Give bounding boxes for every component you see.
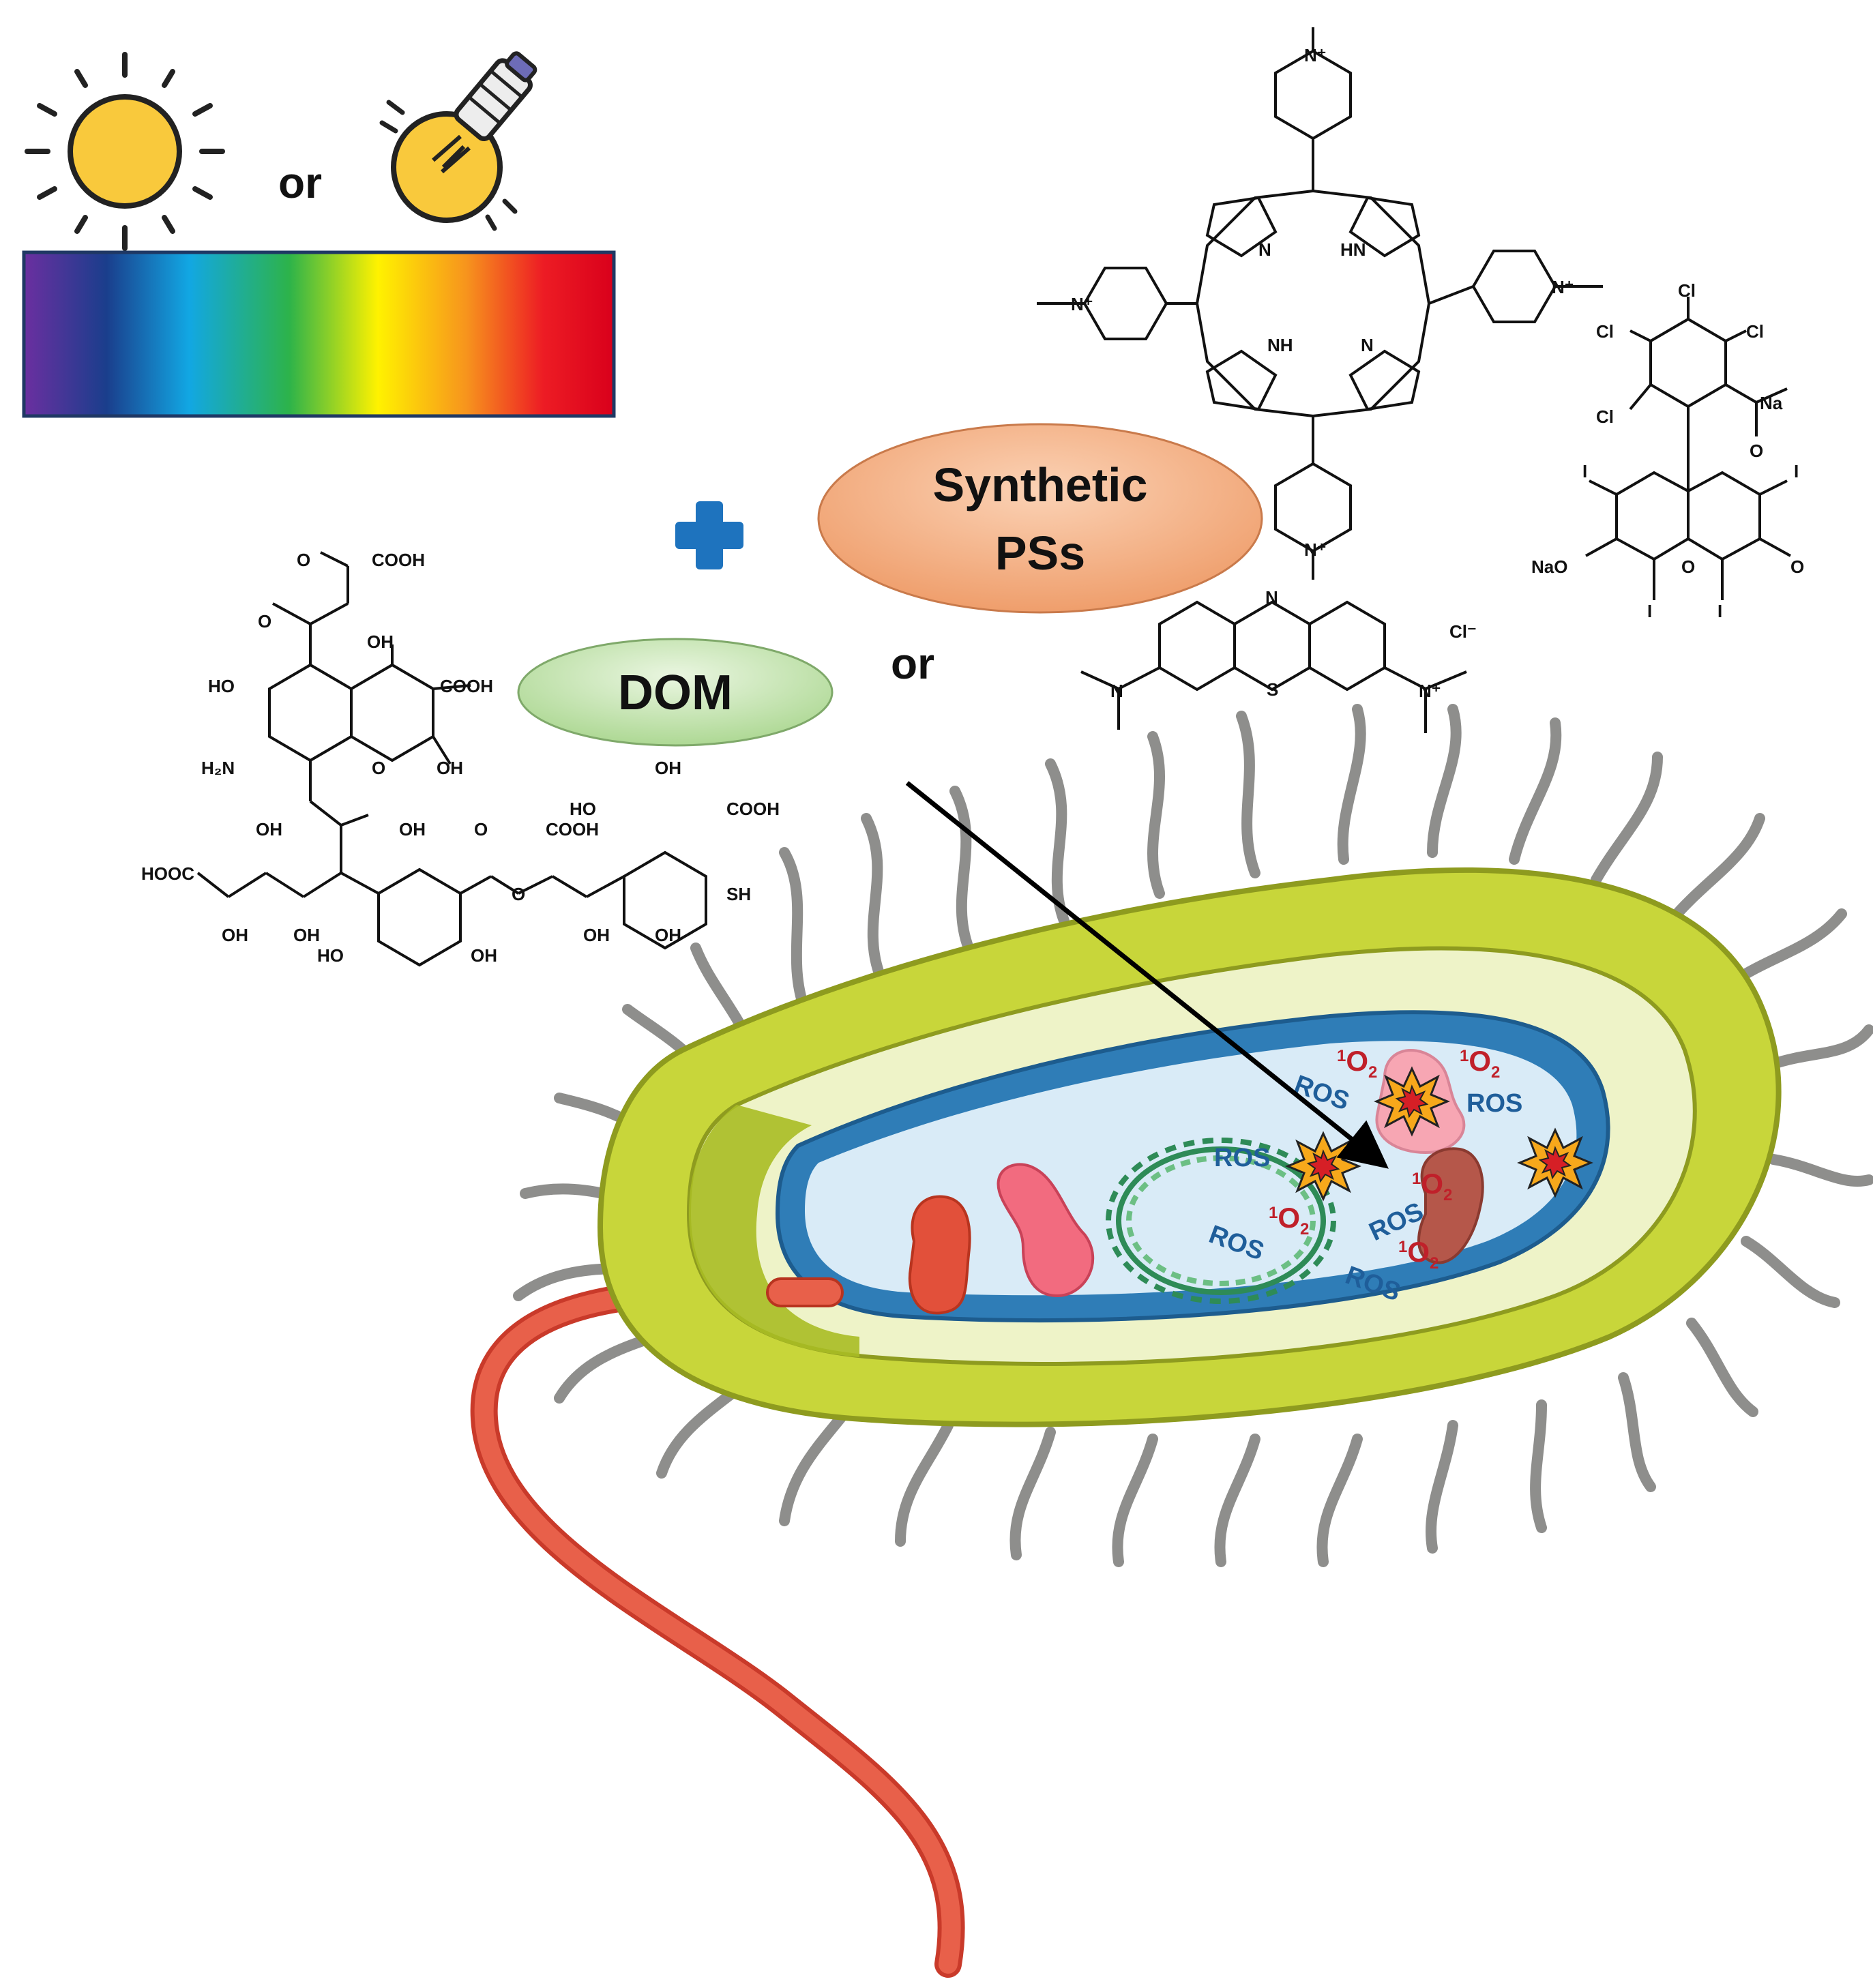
svg-text:OH: OH	[437, 758, 463, 778]
sun-icon	[27, 55, 222, 248]
methylene-blue-structure	[1081, 602, 1466, 733]
svg-text:N: N	[1258, 239, 1271, 260]
svg-text:COOH: COOH	[372, 550, 425, 570]
svg-text:N: N	[1265, 587, 1278, 608]
svg-text:O: O	[372, 758, 385, 778]
synthetic-ps-ellipse: Synthetic PSs	[818, 424, 1262, 612]
svg-text:OH: OH	[293, 925, 320, 945]
svg-text:Cl: Cl	[1596, 321, 1614, 342]
svg-text:Na: Na	[1760, 393, 1783, 413]
plus-icon	[675, 501, 743, 569]
or-light-text: or	[278, 158, 322, 207]
light-bulb-icon	[382, 47, 542, 228]
svg-text:N⁺: N⁺	[1552, 277, 1574, 297]
svg-text:O: O	[297, 550, 310, 570]
svg-text:COOH: COOH	[726, 799, 780, 819]
svg-text:O: O	[1790, 557, 1804, 577]
svg-text:HO: HO	[317, 945, 344, 966]
svg-text:HO: HO	[208, 676, 235, 696]
svg-text:OH: OH	[367, 632, 394, 652]
plasmid-rod	[767, 1279, 842, 1306]
svg-text:HOOC: HOOC	[141, 863, 194, 884]
svg-text:NaO: NaO	[1531, 557, 1567, 577]
svg-text:OH: OH	[655, 758, 681, 778]
svg-text:I: I	[1794, 461, 1799, 481]
svg-text:Cl⁻: Cl⁻	[1449, 621, 1477, 642]
svg-text:HO: HO	[570, 799, 596, 819]
svg-text:OH: OH	[471, 945, 497, 966]
svg-text:N⁺: N⁺	[1071, 294, 1093, 314]
dom-label-ellipse: DOM	[518, 639, 832, 745]
damage-burst-icon	[1288, 1133, 1359, 1199]
svg-text:Cl: Cl	[1746, 321, 1764, 342]
svg-text:N: N	[1110, 681, 1123, 701]
svg-text:SH: SH	[726, 884, 751, 904]
svg-text:OH: OH	[399, 819, 426, 840]
svg-text:Cl: Cl	[1596, 406, 1614, 427]
svg-text:O: O	[1681, 557, 1695, 577]
ros-label: ROS	[1466, 1089, 1522, 1118]
svg-text:N⁺: N⁺	[1419, 681, 1441, 701]
svg-text:O: O	[512, 884, 525, 904]
synthetic-label-line2: PSs	[995, 526, 1085, 580]
svg-text:OH: OH	[655, 925, 681, 945]
svg-text:OH: OH	[583, 925, 610, 945]
svg-text:I: I	[1717, 601, 1722, 621]
methylene-blue-labels: N S N N⁺ Cl⁻	[1110, 587, 1477, 701]
svg-text:H₂N: H₂N	[201, 758, 235, 778]
svg-text:N⁺: N⁺	[1304, 539, 1327, 560]
bacterium: ROS ROS ROS ROS ROS ROS 1O2 1O2 1O2 1O2 …	[484, 709, 1869, 1964]
svg-text:S: S	[1267, 679, 1278, 700]
svg-text:I: I	[1582, 461, 1587, 481]
dom-label: DOM	[618, 666, 733, 720]
synthetic-label-line1: Synthetic	[932, 458, 1147, 511]
svg-text:OH: OH	[256, 819, 282, 840]
svg-text:COOH: COOH	[440, 676, 493, 696]
svg-text:O: O	[474, 819, 488, 840]
or-ps-text: or	[891, 639, 934, 688]
light-spectrum-bar	[24, 252, 614, 416]
damage-burst-icon	[1376, 1069, 1447, 1134]
svg-text:Cl: Cl	[1678, 280, 1696, 301]
svg-text:NH: NH	[1267, 335, 1293, 355]
ros-label: ROS	[1214, 1144, 1270, 1172]
svg-text:HN: HN	[1340, 239, 1366, 260]
svg-text:I: I	[1647, 601, 1652, 621]
svg-text:O: O	[258, 611, 271, 632]
damage-burst-icon	[1520, 1130, 1591, 1196]
svg-text:OH: OH	[222, 925, 248, 945]
svg-text:N: N	[1361, 335, 1374, 355]
svg-text:O: O	[1750, 441, 1763, 461]
protein-blob-red	[910, 1196, 970, 1313]
svg-text:N⁺: N⁺	[1304, 45, 1327, 65]
svg-text:COOH: COOH	[546, 819, 599, 840]
